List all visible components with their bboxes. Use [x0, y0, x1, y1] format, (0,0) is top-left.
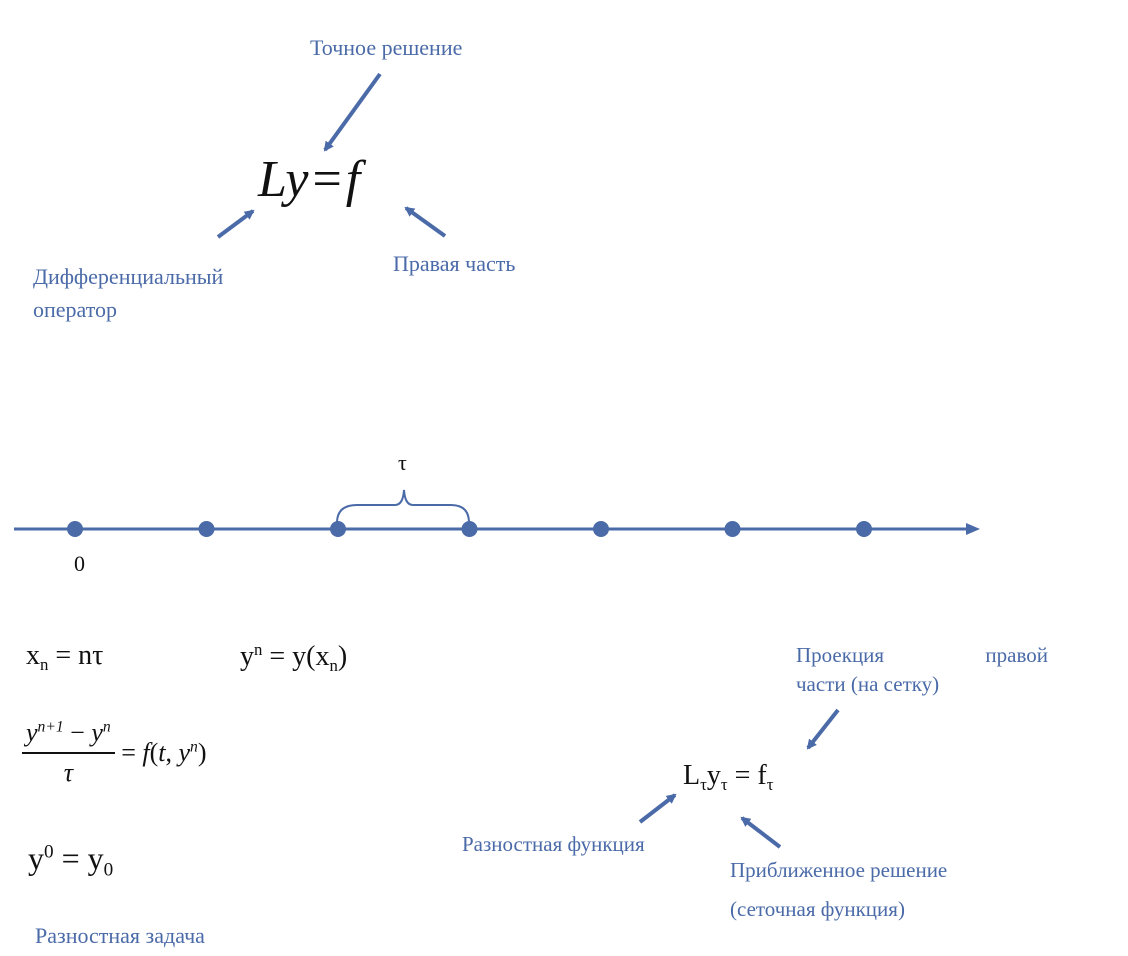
- scheme-rhs: = f(t, yn): [121, 738, 207, 767]
- formula-difference-operator: Lτyτ = fτ: [683, 760, 774, 794]
- label-operator: Дифференциальный оператор: [33, 263, 223, 324]
- arrow-difference-function: [638, 793, 677, 824]
- label-exact-solution: Точное решение: [310, 35, 463, 60]
- yn-mid: = y(x: [262, 641, 330, 673]
- label-projection-line-2: части (на сетку): [796, 672, 940, 697]
- xn-x: x: [26, 640, 40, 671]
- arrow-rhs: [404, 206, 447, 238]
- arrow-operator: [216, 209, 255, 239]
- formula-grid-values: yn = y(xn): [240, 640, 347, 676]
- tau-label: τ: [398, 450, 407, 475]
- arrow-exact-solution: [323, 72, 382, 152]
- grid-point: [330, 521, 346, 537]
- yn-sub: n: [329, 655, 338, 675]
- grid-point: [67, 521, 83, 537]
- eq-equals: =: [312, 151, 342, 208]
- grid-point: [198, 521, 215, 537]
- eq-unknown: y: [285, 151, 309, 208]
- formula-grid-nodes: xn = nτ: [26, 640, 103, 675]
- grid-points: [67, 521, 872, 537]
- grid-point: [593, 521, 609, 537]
- label-operator-line-2: оператор: [33, 296, 118, 322]
- eq-operator-symbol: L: [258, 151, 286, 208]
- operator-equation: Ly=f: [258, 150, 360, 209]
- scheme-numerator: yn+1 − yn: [22, 718, 115, 754]
- axis-arrowhead: [966, 523, 980, 535]
- tau-brace: [336, 489, 470, 524]
- caption-difference-problem: Разностная задача: [35, 923, 205, 948]
- xn-rhs: = nτ: [48, 640, 104, 671]
- scheme-denominator: τ: [63, 758, 73, 787]
- yn-y: y: [240, 641, 254, 673]
- scheme-fraction: yn+1 − yn τ: [22, 718, 115, 788]
- arrow-approx-solution: [740, 816, 782, 849]
- formula-initial-condition: y0 = y0: [28, 840, 114, 881]
- label-approx-line-1: Приближенное решение: [730, 858, 948, 882]
- label-approx-line-2: (сеточная функция): [730, 897, 905, 922]
- zero-label: 0: [74, 551, 85, 576]
- grid-point: [461, 521, 478, 537]
- eq-rhs: f: [345, 151, 361, 208]
- xn-sub: n: [40, 654, 49, 674]
- label-difference-function: Разностная функция: [462, 832, 645, 856]
- label-rhs: Правая часть: [393, 251, 516, 276]
- arrow-projection: [806, 708, 840, 750]
- label-approx-solution: Приближенное решение (сеточная функция): [730, 857, 947, 924]
- formula-difference-scheme: yn+1 − yn τ = f(t, yn): [22, 718, 207, 788]
- number-axis: [14, 489, 980, 537]
- grid-point: [724, 521, 741, 537]
- label-operator-line-1: Дифференциальный: [33, 264, 224, 289]
- grid-point: [856, 521, 872, 537]
- yn-end: ): [337, 641, 348, 673]
- yn-sup: n: [254, 640, 263, 659]
